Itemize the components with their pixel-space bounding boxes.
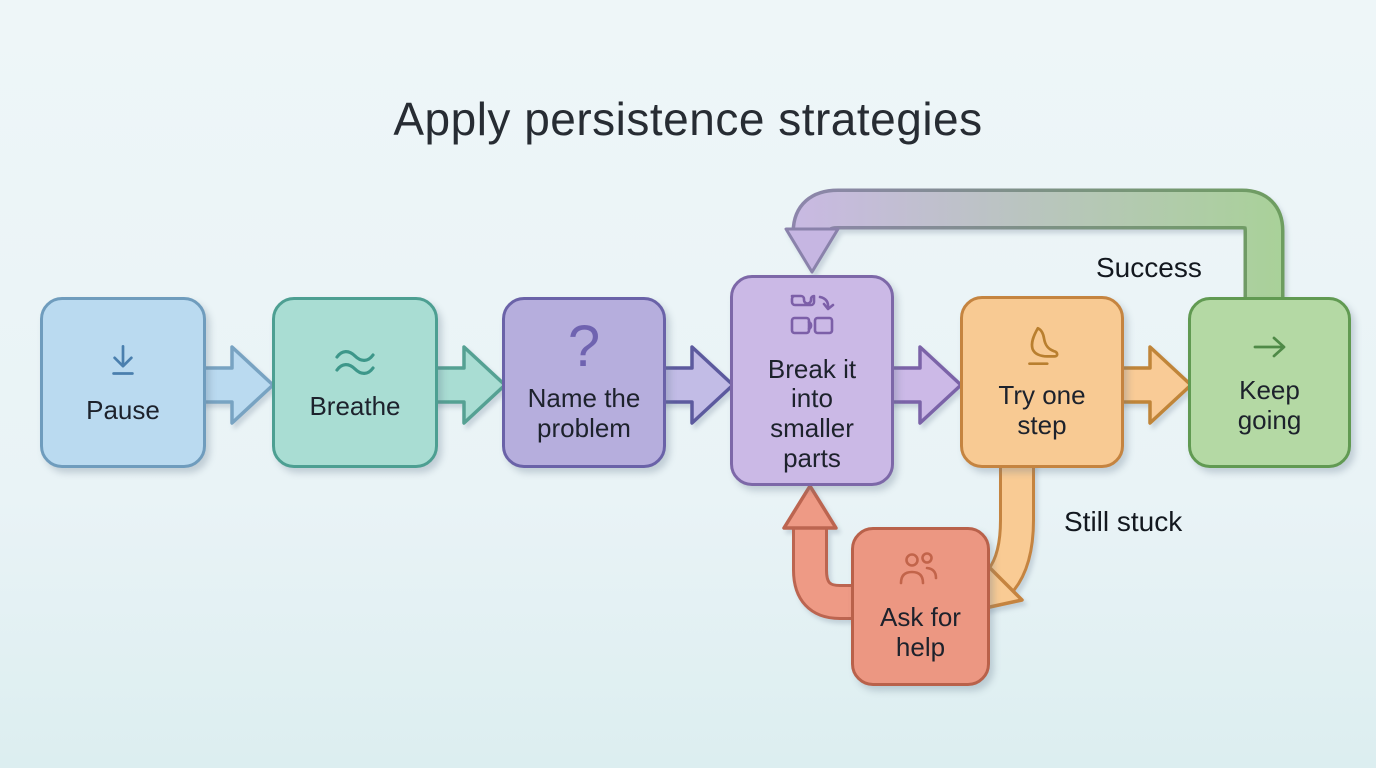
footprint-icon — [1017, 324, 1067, 370]
node-keep-going: Keep going — [1188, 297, 1351, 468]
node-label: Break it into smaller parts — [767, 353, 857, 473]
arrow-right-icon — [1246, 329, 1294, 365]
node-ask-help: Ask for help — [851, 527, 990, 686]
arrow-pause-to-breathe — [195, 345, 275, 425]
waves-icon — [329, 343, 381, 381]
arrow-break-to-try — [883, 345, 963, 425]
node-breathe: Breathe — [272, 297, 438, 468]
node-label: Pause — [86, 395, 160, 426]
arrow-breathe-to-name — [427, 345, 507, 425]
arrow-down-to-line-icon — [100, 339, 146, 385]
node-label: Try one step — [998, 379, 1086, 440]
node-pause: Pause — [40, 297, 206, 468]
connector-ask-to-break — [782, 484, 860, 620]
question-mark-icon: ? — [567, 314, 601, 380]
still-stuck-label: Still stuck — [1064, 506, 1183, 537]
arrow-name-to-break — [655, 345, 735, 425]
node-name-problem: ? Name the problem — [502, 297, 666, 468]
connector-success-loop — [784, 188, 1285, 312]
page-title: Apply persistence strategies — [393, 93, 983, 145]
users-icon — [895, 550, 947, 592]
arrow-try-to-keep — [1113, 345, 1193, 425]
ask-to-break-arrowhead-icon — [782, 484, 838, 530]
node-try-step: Try one step — [960, 296, 1124, 468]
node-break-parts: Break it into smaller parts — [730, 275, 894, 486]
node-label: Keep going — [1237, 375, 1302, 435]
success-arrowhead-icon — [784, 227, 840, 274]
node-label: Breathe — [309, 391, 401, 422]
puzzle-pieces-icon — [784, 288, 840, 344]
node-label: Name the problem — [527, 383, 641, 444]
node-label: Ask for help — [880, 602, 961, 662]
success-label: Success — [1096, 252, 1202, 283]
